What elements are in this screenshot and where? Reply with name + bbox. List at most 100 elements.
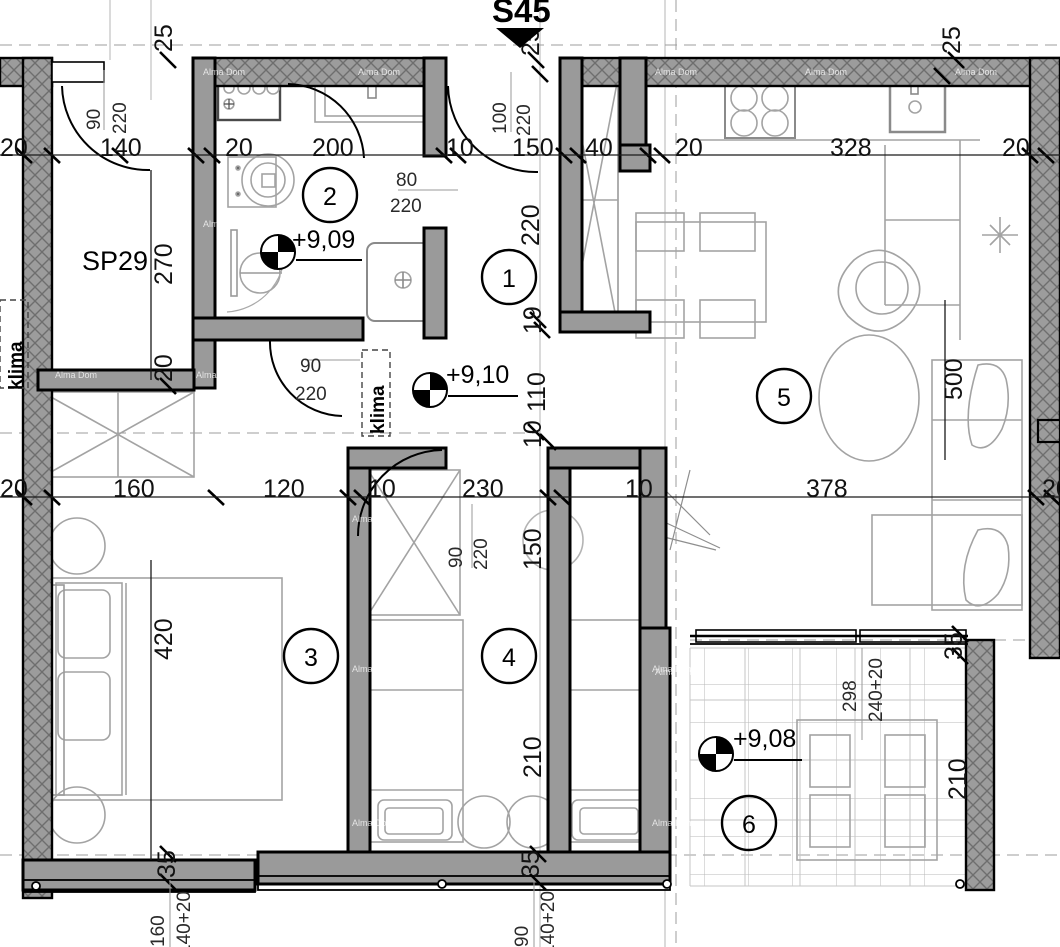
dim-mid-7: 20 xyxy=(1042,475,1060,503)
level-markers: +9,09 +9,10 +9,08 xyxy=(260,226,802,772)
level-marker: +9,08 xyxy=(698,725,802,772)
dim-top-8: 328 xyxy=(830,134,872,162)
vdim-5: 220 xyxy=(517,204,545,246)
dim-top-4: 10 xyxy=(446,134,474,162)
opening-label: 100 220 xyxy=(490,72,535,136)
dining-table-icon xyxy=(635,212,767,339)
opening-labels: 90 220 100 220 80 220 90 220 90 220 160 … xyxy=(84,70,887,947)
level-text-3: +9,08 xyxy=(733,725,796,753)
level-text-2: +9,10 xyxy=(446,361,509,389)
room-label-1: 1 xyxy=(502,265,516,293)
klima-unit-center: klima xyxy=(361,349,391,437)
counter-line xyxy=(700,139,980,340)
door-swings xyxy=(61,83,539,537)
opening-6-h: 140+20 xyxy=(538,891,559,947)
level-marker: +9,10 xyxy=(412,361,518,408)
balcony-sliders xyxy=(695,629,967,643)
dim-top-1: 140 xyxy=(100,134,142,162)
watermark: Alma Dom xyxy=(203,219,245,229)
klima-unit-left: klima xyxy=(0,299,29,390)
dim-mid-6: 378 xyxy=(806,475,848,503)
vdim-13: 35 xyxy=(940,632,968,660)
klima-label-1: klima xyxy=(6,341,27,390)
nightstand-icon xyxy=(48,517,106,575)
cooktop-icon xyxy=(724,79,796,139)
terrace-tiles xyxy=(689,647,969,887)
watermark: Alma Dom xyxy=(955,67,997,77)
area-label: SP29 xyxy=(82,246,148,276)
opening-3-h: 220 xyxy=(295,384,327,405)
opening-label: 298 240+20 xyxy=(840,648,887,740)
watermark: Alma Dom xyxy=(196,370,238,380)
dim-top-2: 20 xyxy=(225,134,253,162)
dim-mid-0: 20 xyxy=(0,475,28,503)
vdim-3: 270 xyxy=(150,243,178,285)
dim-mid-2: 120 xyxy=(263,475,305,503)
opening-7-w: 298 xyxy=(840,680,861,712)
dim-top-5: 150 xyxy=(512,134,554,162)
sofa-icon xyxy=(871,359,1023,611)
vdim-4: 20 xyxy=(150,354,178,382)
watermark: Alma Dom xyxy=(655,667,697,677)
unit-label: S45 xyxy=(492,0,551,29)
watermark: Alma Dom xyxy=(352,514,394,524)
watermark: Alma Dom xyxy=(805,67,847,77)
stool-icon xyxy=(457,795,511,849)
top-dimension-row: 20 140 20 200 10 150 40 20 328 20 xyxy=(0,134,1030,162)
double-bed-icon xyxy=(49,577,283,801)
opening-7-h: 240+20 xyxy=(866,658,887,722)
watermark: Alma Dom xyxy=(203,67,245,77)
opening-0-h: 220 xyxy=(110,102,131,134)
outdoor-table-icon xyxy=(796,719,938,861)
opening-3-w: 90 xyxy=(300,356,321,377)
opening-1-h: 220 xyxy=(514,104,535,136)
vdim-14: 420 xyxy=(150,618,178,660)
dimension-ticks xyxy=(15,51,1060,891)
opening-4-h: 220 xyxy=(471,538,492,570)
watermark: Alma Dom xyxy=(652,664,694,674)
dim-top-9: 20 xyxy=(1002,134,1030,162)
dim-mid-5: 10 xyxy=(625,475,653,503)
mid-dimension-row: 20 160 120 10 230 10 378 20 xyxy=(0,475,1060,503)
armchair-icon xyxy=(837,249,921,332)
dim-top-0: 20 xyxy=(0,134,28,162)
vdim-16: 210 xyxy=(944,758,972,800)
klima-label-2: klima xyxy=(368,385,389,434)
walls-layer xyxy=(0,56,1060,900)
opening-0-w: 90 xyxy=(84,109,105,130)
dimension-lines xyxy=(0,154,1060,860)
vdim-0: 25 xyxy=(150,24,178,52)
vdim-8: 10 xyxy=(519,420,547,448)
room-label-2: 2 xyxy=(323,183,337,211)
opening-label: 90 220 xyxy=(84,70,131,134)
opening-1-w: 100 xyxy=(490,102,511,134)
dim-mid-3: 10 xyxy=(368,475,396,503)
watermarks: Alma Dom Alma Dom Alma Dom Alma Dom Alma… xyxy=(55,67,997,828)
vdim-2: 25 xyxy=(938,26,966,54)
balcony-rail xyxy=(22,634,968,893)
watermark: Alma Dom xyxy=(652,818,694,828)
vdim-9: 150 xyxy=(519,528,547,570)
vertical-dimension-labels: 25 25 25 270 20 220 19 110 10 150 210 35… xyxy=(150,24,972,878)
rug-icon xyxy=(818,334,920,462)
vdim-10: 210 xyxy=(519,736,547,778)
plant-icon xyxy=(982,217,1018,253)
opening-4-w: 90 xyxy=(446,547,467,568)
watermark: Alma Dom xyxy=(55,370,97,380)
dim-mid-4: 230 xyxy=(462,475,504,503)
dim-top-7: 20 xyxy=(675,134,703,162)
vdim-6: 19 xyxy=(519,306,547,334)
vdim-15: 500 xyxy=(940,358,968,400)
vdim-7: 110 xyxy=(523,372,551,412)
opening-label: 160 140+20 xyxy=(148,880,195,947)
opening-label: 90 140+20 xyxy=(512,880,559,947)
watermark: Alma Dom xyxy=(352,664,394,674)
vdim-12: 35 xyxy=(517,850,545,878)
level-marker: +9,09 xyxy=(260,226,362,270)
opening-label: 80 220 xyxy=(390,170,458,217)
wc-icon xyxy=(227,153,295,208)
room-label-6: 6 xyxy=(742,811,756,839)
room-label-5: 5 xyxy=(777,384,791,412)
